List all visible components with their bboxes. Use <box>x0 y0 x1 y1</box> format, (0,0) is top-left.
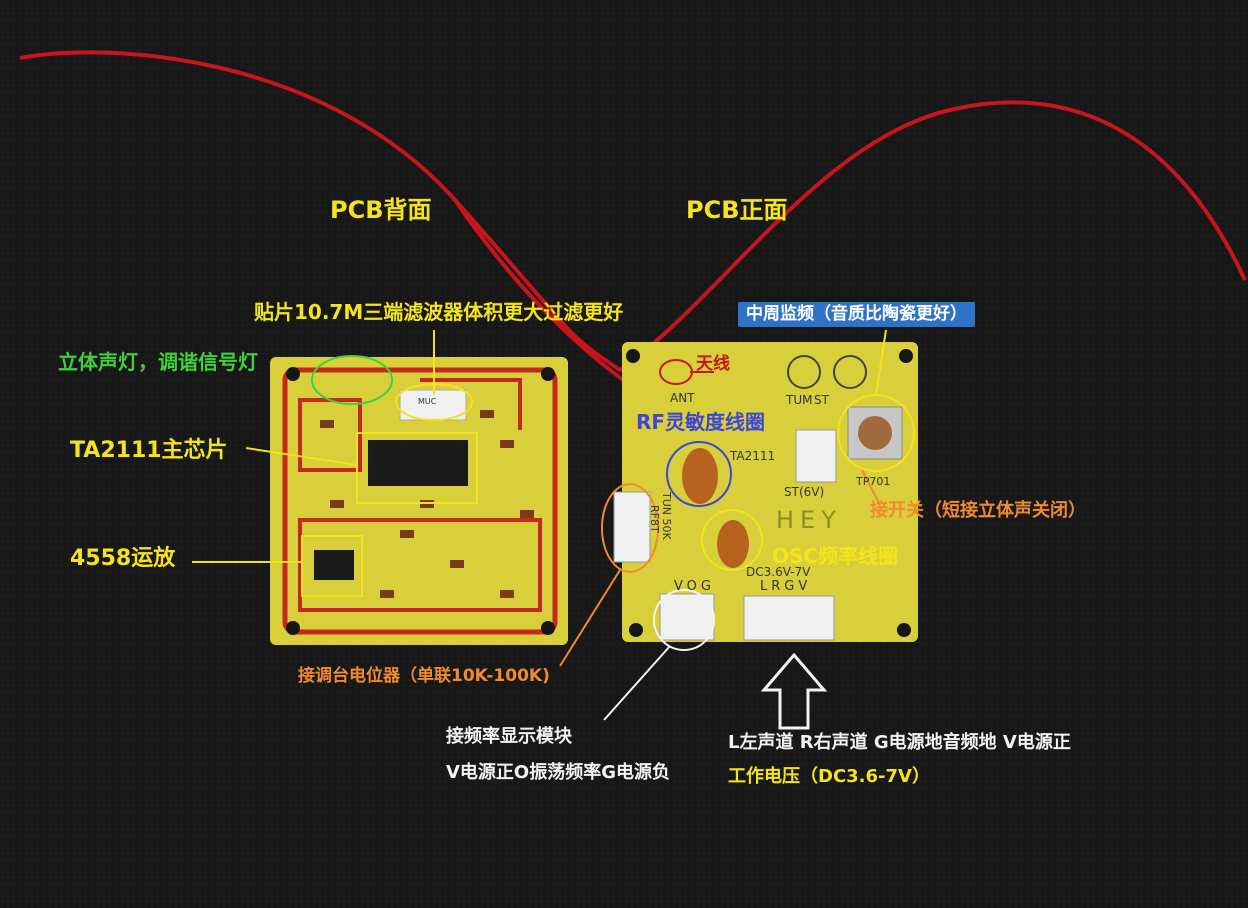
label-if-monitor: 中周监频（音质比陶瓷更好） <box>738 302 975 327</box>
label-pcb-back: PCB背面 <box>330 196 432 224</box>
label-stereo-led: 立体声灯，调谐信号灯 <box>58 350 258 374</box>
silk-st: ST <box>814 393 829 407</box>
silk-lrgv: LRGV <box>760 579 812 594</box>
silk-vog: VOG <box>674 579 715 594</box>
silk-tum: TUM <box>786 393 813 407</box>
label-rf-coil: RF灵敏度线圈 <box>636 410 766 434</box>
up-arrow-icon <box>760 652 828 730</box>
silk-dc: DC3.6V-7V <box>746 565 811 579</box>
label-vog: V电源正O振荡频率G电源负 <box>446 762 671 783</box>
label-osc-coil: OSC频率线圈 <box>772 544 899 568</box>
silk-tp701: TP701 <box>856 475 891 488</box>
silk-ta2111: TA2111 <box>730 449 776 463</box>
label-pcb-front: PCB正面 <box>686 196 788 224</box>
pcb-front-board <box>601 342 918 651</box>
label-opamp: 4558运放 <box>70 546 176 571</box>
silk-st6v: ST(6V) <box>784 485 825 499</box>
silk-rf8t: RF8T <box>648 505 661 533</box>
label-antenna: 天线 <box>696 354 730 374</box>
label-switch: 接开关（短接立体声关闭） <box>870 500 1086 521</box>
label-main-chip: TA2111主芯片 <box>70 438 228 463</box>
label-voltage: 工作电压（DC3.6-7V） <box>728 766 930 787</box>
label-filter: 贴片10.7M三端滤波器体积更大过滤更好 <box>254 300 624 324</box>
label-freq-module: 接频率显示模块 <box>446 726 572 747</box>
silk-hey: HEY <box>776 506 842 534</box>
silk-muc: MUC <box>418 397 437 406</box>
silk-tun: TUN 50K <box>660 492 673 540</box>
label-lrgv: L左声道 R右声道 G电源地音频地 V电源正 <box>728 732 1071 753</box>
label-pot: 接调台电位器（单联10K-100K) <box>298 666 550 686</box>
silk-ant: ANT <box>670 391 695 405</box>
